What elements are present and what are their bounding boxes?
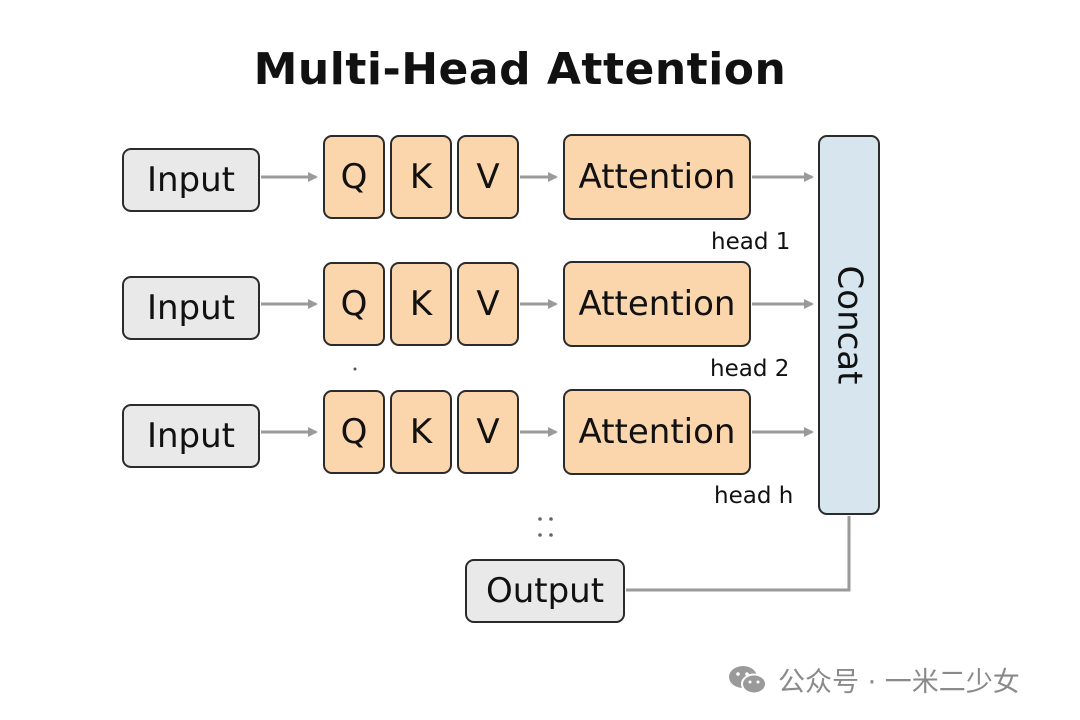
- k-box-1: K: [390, 135, 452, 219]
- head-label-h: head h: [714, 483, 794, 509]
- diagram-title: Multi-Head Attention: [253, 44, 787, 95]
- wechat-icon: [729, 665, 767, 694]
- v-box-1: V: [457, 135, 519, 219]
- concat-box: Concat: [818, 135, 880, 515]
- watermark: 公众号 · 一米二少女: [728, 660, 1020, 699]
- input-box-1: Input: [122, 148, 260, 212]
- head-label-1: head 1: [711, 229, 791, 255]
- input-box-3: Input: [122, 404, 260, 468]
- ellipsis-dots-icon: [538, 517, 553, 537]
- output-box: Output: [465, 559, 625, 623]
- q-box-2: Q: [323, 262, 385, 346]
- v-box-2: V: [457, 262, 519, 346]
- head-label-2: head 2: [710, 356, 790, 382]
- k-box-2: K: [390, 262, 452, 346]
- concat-label: Concat: [829, 265, 870, 385]
- stray-dot: [353, 367, 357, 371]
- input-box-2: Input: [122, 276, 260, 340]
- q-box-1: Q: [323, 135, 385, 219]
- attention-box-1: Attention: [563, 134, 751, 220]
- attention-box-3: Attention: [563, 389, 751, 475]
- q-box-3: Q: [323, 390, 385, 474]
- attention-box-2: Attention: [563, 261, 751, 347]
- k-box-3: K: [390, 390, 452, 474]
- watermark-text: 公众号 · 一米二少女: [778, 667, 1020, 698]
- v-box-3: V: [457, 390, 519, 474]
- connector-concat-to-output: [626, 516, 851, 592]
